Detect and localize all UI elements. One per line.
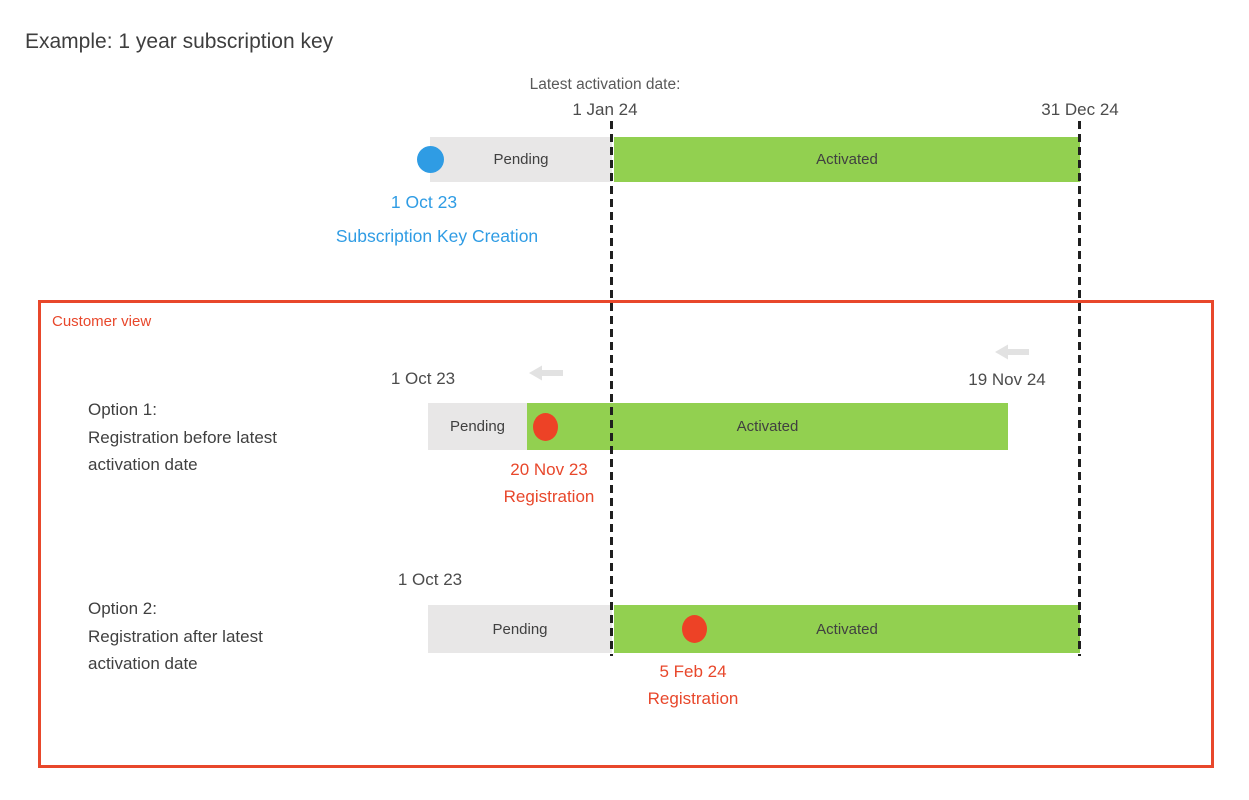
option-1-registration-caption: Registration <box>503 487 595 506</box>
option-1-registration-date: 20 Nov 23 <box>510 460 588 479</box>
option-2-heading: Option 2: Registration after latest acti… <box>88 595 263 678</box>
latest-activation-label: Latest activation date: <box>529 76 681 93</box>
option-1-registration-dot <box>533 413 558 441</box>
key-pending-label: Pending <box>493 151 549 168</box>
option-1-description-2: activation date <box>88 455 198 474</box>
option-2-description-1: Registration after latest <box>88 626 263 646</box>
option-1-heading: Option 1: Registration before latest act… <box>88 396 277 479</box>
customer-view-box <box>38 300 1214 768</box>
key-activated-label: Activated <box>816 151 878 168</box>
latest-activation-date: 1 Jan 24 <box>572 100 638 119</box>
option-1-activated-label: Activated <box>736 418 799 435</box>
subscription-end-date: 31 Dec 24 <box>1041 100 1119 119</box>
option-2-title: Option 2: <box>88 599 157 618</box>
key-activated-bar: Activated <box>614 137 1080 182</box>
option-2-registration-dot <box>682 615 707 643</box>
option-1-pending-label: Pending <box>449 418 506 435</box>
option-2-registration-caption: Registration <box>647 689 739 708</box>
key-creation-dot <box>417 146 444 173</box>
option-1-pending-bar: Pending <box>428 403 527 450</box>
option-1-activated-bar: Activated <box>527 403 1008 450</box>
option-1-description-1: Registration before latest <box>88 427 277 447</box>
option-2-pending-bar: Pending <box>428 605 612 653</box>
option-2-start-date: 1 Oct 23 <box>397 570 463 589</box>
left-arrow-icon <box>529 365 563 381</box>
key-creation-caption: Subscription Key Creation <box>335 226 539 246</box>
option-2-registration-date: 5 Feb 24 <box>659 662 727 681</box>
subscription-end-dashed-line <box>1078 121 1081 656</box>
option-1-start-date: 1 Oct 23 <box>390 369 456 388</box>
option-2-pending-label: Pending <box>492 620 548 638</box>
left-arrow-icon <box>995 344 1029 360</box>
option-2-description-2: activation date <box>88 654 198 673</box>
page-title: Example: 1 year subscription key <box>25 30 334 53</box>
key-creation-date: 1 Oct 23 <box>390 192 458 212</box>
option-2-activated-label: Activated <box>816 620 878 638</box>
customer-view-title: Customer view <box>52 313 152 330</box>
key-pending-bar: Pending <box>430 137 612 182</box>
option-1-title: Option 1: <box>88 400 157 419</box>
latest-activation-dashed-line <box>610 121 613 656</box>
option-1-end-date: 19 Nov 24 <box>968 370 1046 389</box>
